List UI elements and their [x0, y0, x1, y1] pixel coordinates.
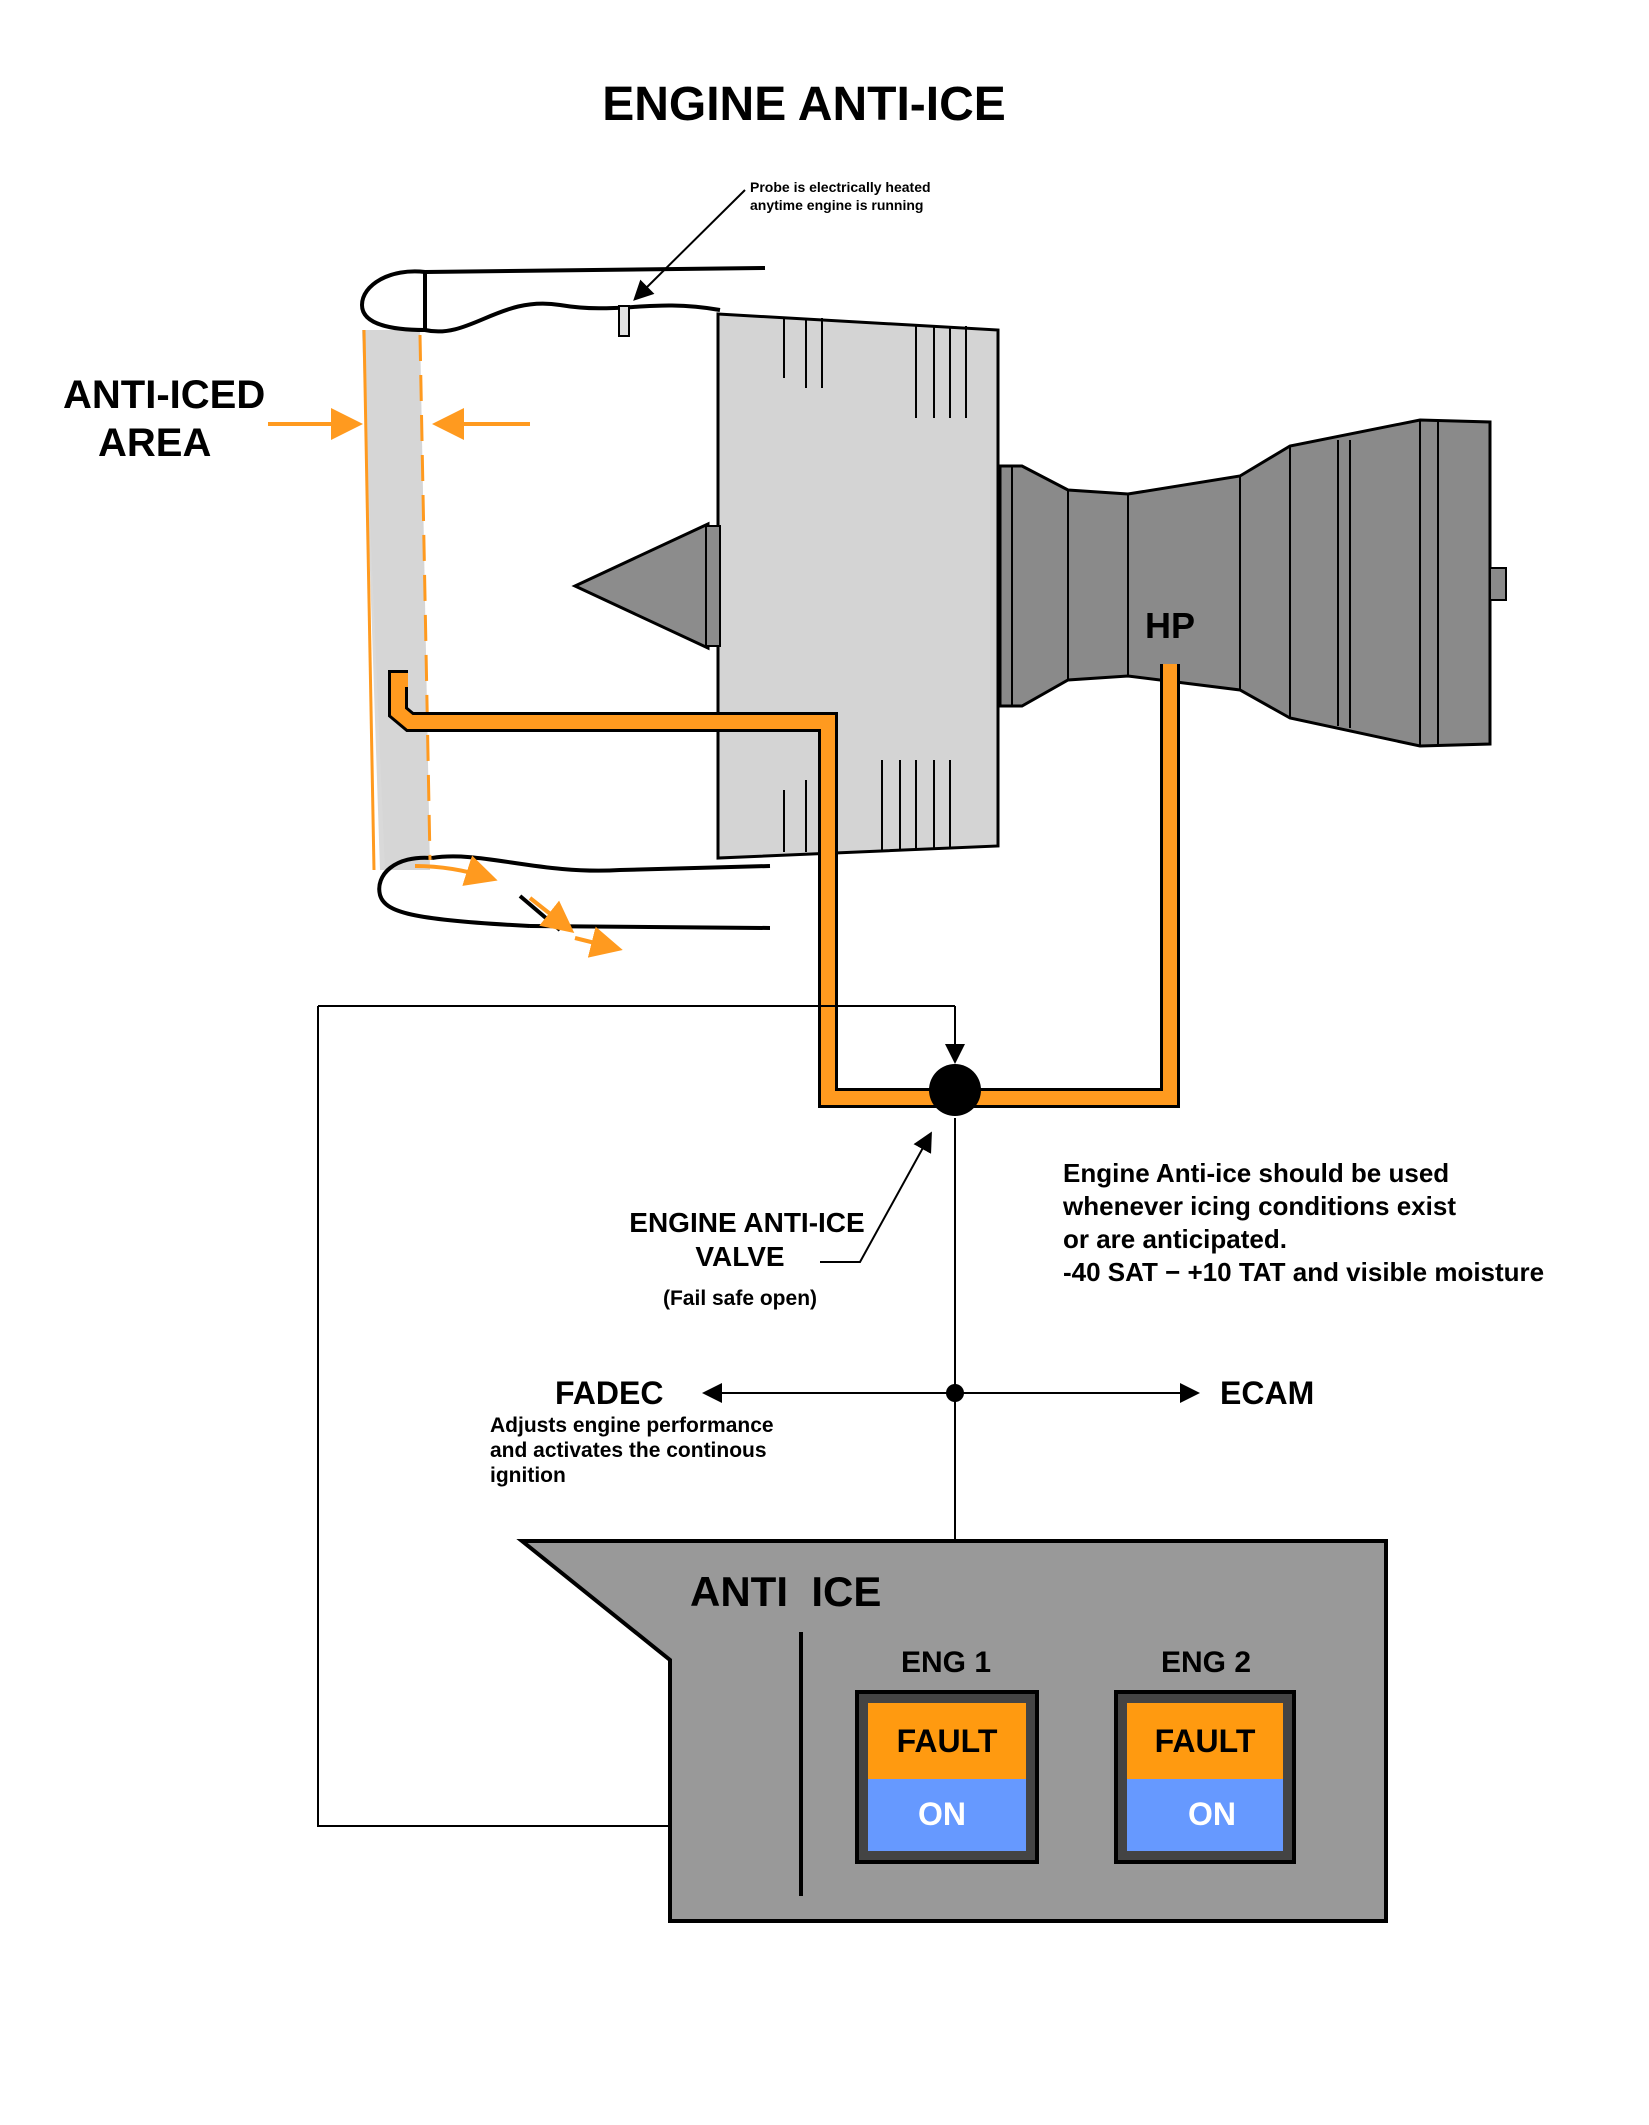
valve-label-2: VALVE: [695, 1241, 784, 1272]
eng1-on-light: [868, 1779, 1026, 1851]
eng1-fault-light: [868, 1703, 1026, 1779]
probe-note-1: Probe is electrically heated: [750, 179, 931, 195]
usage-note-4: -40 SAT − +10 TAT and visible moisture: [1063, 1257, 1544, 1287]
eng1-label: ENG 1: [901, 1646, 991, 1679]
valve-leader: [820, 1131, 932, 1263]
spinner-cone: [571, 521, 710, 651]
fadec-desc-2: and activates the continous: [490, 1439, 767, 1462]
eng2-on-light: [1127, 1779, 1283, 1851]
fadec-label: FADEC: [555, 1375, 663, 1411]
probe: [618, 305, 630, 337]
probe-note-2: anytime engine is running: [750, 197, 923, 213]
spinner-hub: [705, 525, 721, 647]
page-title: ENGINE ANTI-ICE: [602, 78, 1006, 131]
eng1-fault-text: FAULT: [897, 1723, 998, 1759]
exhaust-arrow-1: [414, 855, 498, 886]
anti-iced-area-label-2: AREA: [98, 421, 211, 465]
fadec-desc-1: Adjusts engine performance: [490, 1414, 774, 1437]
exhaust-arrow-2: [528, 896, 575, 933]
fadec-desc-3: ignition: [490, 1464, 566, 1487]
usage-note-2: whenever icing conditions exist: [1062, 1191, 1456, 1221]
eng2-label: ENG 2: [1161, 1646, 1251, 1679]
eng1-pushbutton[interactable]: [855, 1690, 1039, 1864]
eng1-on-text: ON: [918, 1796, 966, 1832]
engine-core: [998, 418, 1507, 748]
anti-iced-area-label-1: ANTI-ICED: [63, 373, 265, 417]
bleed-duct: [388, 664, 1180, 1108]
valve-note: (Fail safe open): [663, 1287, 817, 1310]
eng2-fault-light: [1127, 1703, 1283, 1779]
nacelle: [359, 266, 771, 932]
valve-label-1: ENGINE ANTI-ICE: [629, 1207, 864, 1238]
exhaust-arrow-3: [574, 926, 623, 958]
usage-note-3: or are anticipated.: [1063, 1224, 1287, 1254]
usage-note-1: Engine Anti-ice should be used: [1063, 1158, 1449, 1188]
anti-ice-valve: [929, 1064, 981, 1116]
eng2-on-text: ON: [1188, 1796, 1236, 1832]
eng2-pushbutton[interactable]: [1114, 1690, 1296, 1864]
panel-title: ANTI ICE: [690, 1568, 881, 1615]
ecam-label: ECAM: [1220, 1375, 1314, 1411]
eng2-fault-text: FAULT: [1155, 1723, 1256, 1759]
engine-fan-case: [716, 312, 1000, 860]
probe-leader: [633, 189, 746, 301]
hp-label: HP: [1145, 605, 1195, 646]
